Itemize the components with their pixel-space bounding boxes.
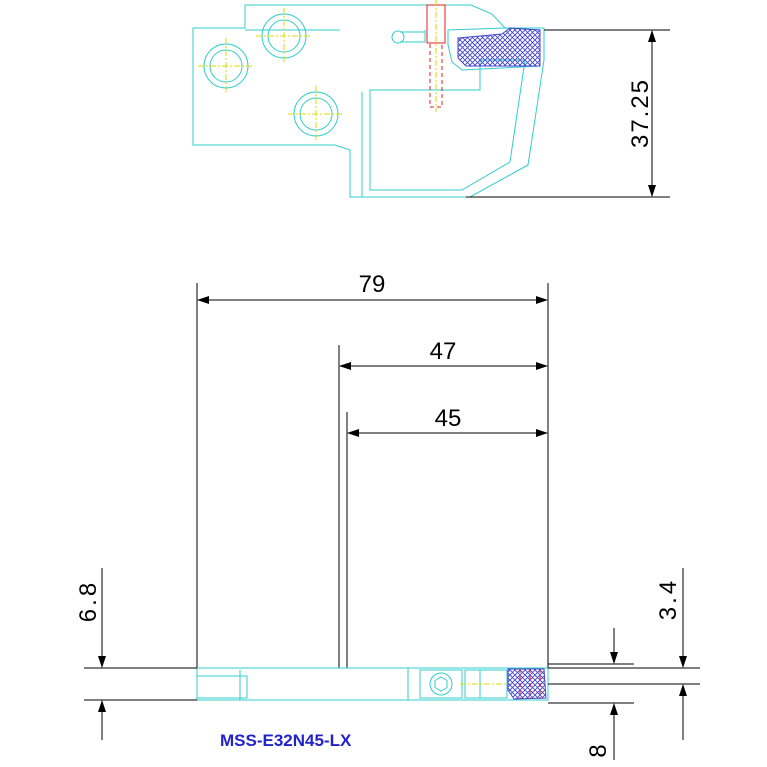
dim-left-thickness: 6.8 bbox=[75, 580, 102, 622]
hole-left bbox=[198, 38, 254, 94]
screw-pocket bbox=[419, 669, 463, 699]
clamp-screw-hidden bbox=[426, 0, 446, 112]
side-view: 79 47 45 6.8 3.4 bbox=[75, 271, 700, 760]
hex-socket-icon bbox=[434, 676, 448, 692]
dim-length-b: 45 bbox=[435, 405, 462, 432]
top-view-body-outline bbox=[192, 4, 545, 198]
top-view: 37.25 bbox=[192, 0, 670, 198]
blade-body bbox=[196, 667, 549, 701]
cutting-insert bbox=[457, 27, 541, 67]
model-label: MSS-E32N45-LX bbox=[220, 731, 352, 750]
top-view-slot-end bbox=[391, 30, 405, 44]
dim-overall-length: 79 bbox=[359, 271, 386, 298]
hole-lower bbox=[288, 86, 344, 142]
top-view-inner-step bbox=[369, 59, 526, 191]
top-view-slot bbox=[400, 30, 426, 43]
dim-length-a: 47 bbox=[430, 338, 457, 365]
dim-right-offset: 3.4 bbox=[655, 578, 682, 620]
dim-bottom-width: 8 bbox=[585, 744, 612, 757]
dim-height-top: 37.25 bbox=[627, 78, 654, 148]
blade-relief-left bbox=[196, 675, 248, 699]
socket-head-screw bbox=[429, 672, 453, 696]
hole-upper bbox=[256, 8, 312, 64]
